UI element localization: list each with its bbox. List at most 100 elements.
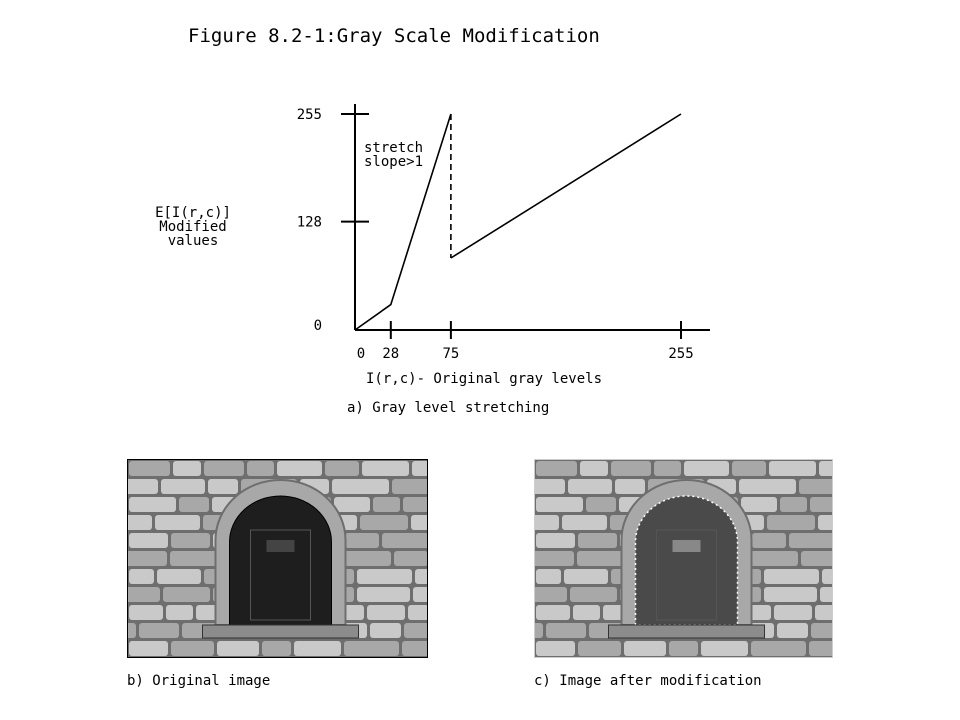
- stone-block: [128, 515, 152, 530]
- stone-block: [536, 641, 575, 656]
- stone-block: [684, 461, 729, 476]
- stone-block: [128, 587, 160, 602]
- original-image: [127, 459, 428, 658]
- stone-block: [562, 515, 607, 530]
- door-grille: [266, 540, 295, 552]
- stone-block: [611, 461, 651, 476]
- stone-block: [578, 533, 617, 548]
- stone-block: [129, 641, 168, 656]
- stone-block: [750, 551, 798, 566]
- door-grille: [672, 540, 701, 552]
- stone-block: [413, 587, 427, 602]
- stone-block: [820, 587, 832, 602]
- transfer-curve-segment: [354, 113, 452, 331]
- stone-block: [357, 569, 412, 584]
- stone-block: [370, 623, 401, 638]
- stone-block: [128, 551, 167, 566]
- stone-block: [129, 605, 163, 620]
- stone-block: [360, 515, 408, 530]
- stone-block: [767, 515, 815, 530]
- caption-modified-image: c) Image after modification: [534, 673, 762, 689]
- stone-block: [129, 569, 154, 584]
- window-opening: [634, 495, 739, 626]
- window-opening: [229, 495, 332, 626]
- stone-block: [536, 569, 561, 584]
- stone-block: [741, 497, 777, 512]
- stone-block: [412, 461, 427, 476]
- door-panel: [656, 529, 717, 621]
- stone-block: [536, 461, 577, 476]
- stone-block: [764, 587, 817, 602]
- stone-block: [789, 533, 832, 548]
- stone-block: [171, 533, 210, 548]
- stone-block: [764, 569, 819, 584]
- stone-block: [404, 623, 427, 638]
- stone-block: [204, 461, 244, 476]
- stone-block: [139, 623, 179, 638]
- stone-block: [739, 479, 796, 494]
- stone-block: [536, 533, 575, 548]
- stone-block: [382, 533, 427, 548]
- stone-block: [810, 497, 832, 512]
- stone-block: [262, 641, 291, 656]
- stone-block: [157, 569, 201, 584]
- stone-block: [334, 497, 370, 512]
- stone-block: [163, 587, 210, 602]
- stone-block: [752, 533, 786, 548]
- stone-block: [801, 551, 832, 566]
- stone-block: [535, 479, 565, 494]
- arched-window-photo-original: [128, 460, 427, 657]
- stone-block: [774, 605, 812, 620]
- stone-block: [536, 497, 583, 512]
- transfer-curve-segment: [450, 113, 682, 259]
- stone-block: [535, 515, 559, 530]
- stone-block: [128, 623, 136, 638]
- caption-stretching: a) Gray level stretching: [347, 400, 549, 416]
- caption-original-image: b) Original image: [127, 673, 271, 689]
- modified-image: [534, 459, 833, 658]
- y-axis-label-line: values: [168, 233, 219, 249]
- stone-block: [577, 551, 627, 566]
- stone-block: [811, 623, 832, 638]
- arched-window-photo-modified: [535, 460, 832, 657]
- stone-block: [809, 641, 832, 656]
- stone-block: [173, 461, 201, 476]
- stone-block: [394, 551, 427, 566]
- stone-block: [362, 461, 409, 476]
- y-axis-label-line: Modified: [159, 219, 226, 235]
- stone-block: [357, 587, 410, 602]
- stone-block: [403, 497, 427, 512]
- stone-block: [367, 605, 405, 620]
- stone-block: [822, 569, 832, 584]
- stone-block: [415, 569, 427, 584]
- stone-block: [129, 461, 170, 476]
- stone-block: [780, 497, 807, 512]
- stone-block: [580, 461, 608, 476]
- stone-block: [373, 497, 400, 512]
- stone-block: [564, 569, 608, 584]
- stone-block: [344, 641, 399, 656]
- x-axis-label: I(r,c)- Original gray levels: [366, 371, 602, 387]
- window-sill: [608, 624, 765, 639]
- stone-block: [161, 479, 205, 494]
- x-tick-label: 255: [668, 346, 693, 362]
- stone-block: [546, 623, 586, 638]
- stone-block: [536, 605, 570, 620]
- annotation-line: slope>1: [364, 154, 423, 170]
- stone-block: [815, 605, 832, 620]
- stone-block: [615, 479, 645, 494]
- stone-block: [129, 533, 168, 548]
- stone-block: [732, 461, 766, 476]
- y-axis-label-line: E[I(r,c)]: [155, 205, 231, 221]
- stone-block: [570, 587, 617, 602]
- stone-block: [179, 497, 209, 512]
- stone-block: [170, 551, 220, 566]
- x-tick-label: 28: [382, 346, 399, 362]
- stone-block: [155, 515, 200, 530]
- x-tick-label: 75: [442, 346, 459, 362]
- x-tick-label: 0: [357, 346, 365, 362]
- y-tick-label: 128: [297, 215, 322, 231]
- stone-block: [568, 479, 612, 494]
